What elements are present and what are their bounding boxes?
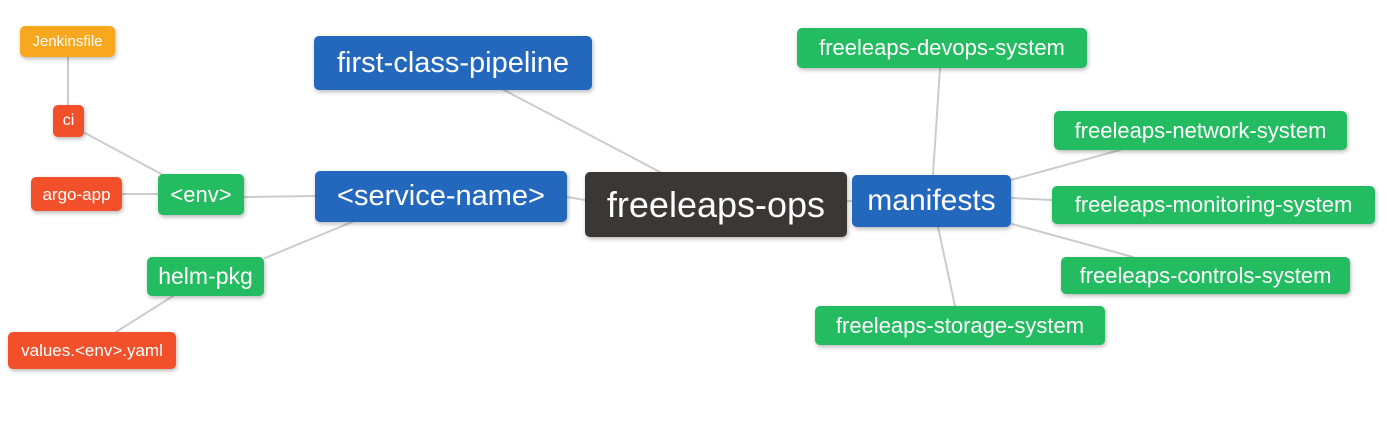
- edge-ci--env: [84, 132, 166, 177]
- node-controls-system[interactable]: freeleaps-controls-system: [1061, 257, 1350, 294]
- node-env[interactable]: <env>: [158, 174, 244, 215]
- node-network-system[interactable]: freeleaps-network-system: [1054, 111, 1347, 150]
- node-jenkinsfile[interactable]: Jenkinsfile: [20, 26, 115, 57]
- edge-manifests--network-system: [1010, 149, 1121, 181]
- node-first-class-pipeline[interactable]: first-class-pipeline: [314, 36, 592, 90]
- edge-service-name--freeleaps-ops: [566, 196, 586, 201]
- node-ci[interactable]: ci: [53, 105, 84, 137]
- node-manifests[interactable]: manifests: [852, 175, 1011, 227]
- node-storage-system[interactable]: freeleaps-storage-system: [815, 306, 1105, 345]
- edge-first-class-pipeline--freeleaps-ops: [503, 89, 661, 173]
- node-freeleaps-ops[interactable]: freeleaps-ops: [585, 172, 847, 237]
- edge-manifests--monitoring-system: [1010, 197, 1053, 201]
- node-monitoring-system[interactable]: freeleaps-monitoring-system: [1052, 186, 1375, 224]
- edge-service-name--helm-pkg: [264, 221, 353, 259]
- node-values-env-yaml[interactable]: values.<env>.yaml: [8, 332, 176, 369]
- node-devops-system[interactable]: freeleaps-devops-system: [797, 28, 1087, 68]
- edge-manifests--controls-system: [1011, 223, 1134, 258]
- node-helm-pkg[interactable]: helm-pkg: [147, 257, 264, 296]
- edge-manifests--devops-system: [932, 67, 941, 176]
- node-argo-app[interactable]: argo-app: [31, 177, 122, 211]
- edge-helm-pkg--values-env-yaml: [115, 295, 174, 333]
- edge-manifests--storage-system: [937, 226, 956, 307]
- node-service-name[interactable]: <service-name>: [315, 171, 567, 222]
- edge-env--service-name: [244, 195, 316, 198]
